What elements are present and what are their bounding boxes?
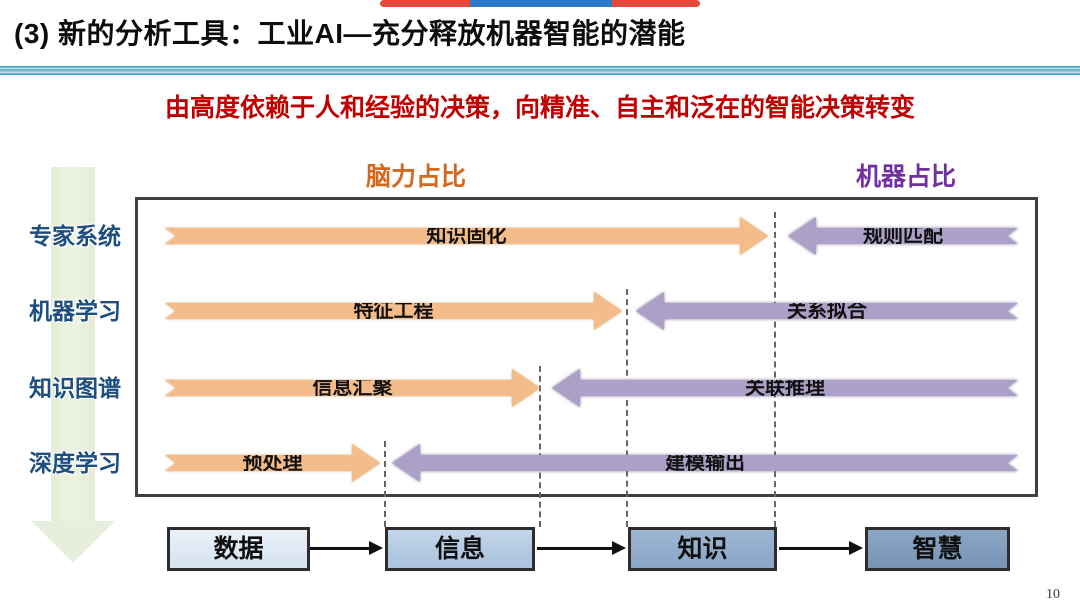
human-arrow-row1-label: 知识固化 — [426, 225, 507, 247]
timeline-down-arrow-head — [31, 521, 115, 563]
flow-box-wisdom: 智慧 — [865, 527, 1010, 571]
flow-connector-arrowhead-3 — [849, 541, 863, 555]
diagram-frame — [135, 197, 1038, 497]
divider-dotted-line-row3 — [539, 366, 541, 527]
row-label-expert-systems: 专家系统 — [29, 223, 121, 249]
divider-dotted-line-row1 — [774, 212, 776, 527]
divider-dotted-line-row2 — [626, 289, 628, 527]
machine-arrow-row2: 关系拟合 — [636, 292, 1018, 330]
flow-connector-arrow-3 — [779, 547, 850, 550]
flow-box-information: 信息 — [385, 527, 535, 571]
human-arrow-row2-label: 特征工程 — [353, 300, 434, 322]
human-arrow-row2: 特征工程 — [165, 292, 622, 330]
accent-bar-blue — [470, 0, 612, 7]
flow-connector-arrowhead-2 — [612, 541, 626, 555]
human-share-header: 脑力占比 — [366, 163, 467, 191]
machine-arrow-row1-label: 规则匹配 — [863, 225, 943, 247]
row-label-machine-learning: 机器学习 — [29, 298, 121, 324]
human-arrow-row4-label: 预处理 — [242, 452, 303, 474]
row-label-deep-learning: 深度学习 — [29, 450, 121, 476]
flow-box-data: 数据 — [167, 527, 310, 571]
timeline-down-arrow-shaft — [51, 167, 95, 523]
row-label-knowledge-graph: 知识图谱 — [29, 375, 121, 401]
machine-arrow-row4: 建模输出 — [392, 444, 1018, 482]
title-separator-rule — [0, 66, 1080, 75]
machine-arrow-row3: 关联推理 — [552, 369, 1018, 407]
flow-connector-arrow-1 — [310, 547, 370, 550]
machine-arrow-row1: 规则匹配 — [788, 217, 1018, 255]
accent-bar-red-left — [380, 0, 470, 7]
flow-connector-arrowhead-1 — [369, 541, 383, 555]
machine-arrow-row4-label: 建模输出 — [665, 452, 745, 474]
machine-arrow-row3-label: 关联推理 — [745, 377, 825, 399]
flow-box-knowledge: 知识 — [628, 527, 777, 571]
slide-title: (3) 新的分析工具：工业AI—充分释放机器智能的潜能 — [14, 18, 686, 49]
human-arrow-row4: 预处理 — [165, 444, 380, 482]
machine-arrow-row2-label: 关系拟合 — [787, 300, 867, 322]
human-arrow-row3-label: 信息汇聚 — [312, 377, 393, 399]
slide-subtitle: 由高度依赖于人和经验的决策，向精准、自主和泛在的智能决策转变 — [164, 94, 915, 122]
flow-connector-arrow-2 — [537, 547, 613, 550]
machine-share-header: 机器占比 — [856, 163, 957, 191]
page-number: 10 — [1046, 587, 1060, 602]
divider-dotted-line-row4 — [384, 441, 386, 527]
header-accent-bar — [380, 0, 700, 7]
accent-bar-red-right — [612, 0, 700, 7]
human-arrow-row1: 知识固化 — [165, 217, 768, 255]
human-arrow-row3: 信息汇聚 — [165, 369, 540, 407]
